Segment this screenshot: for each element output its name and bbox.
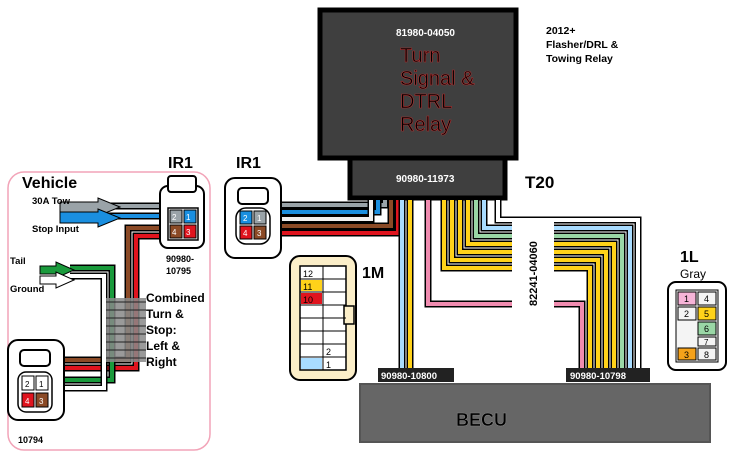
relay-name-line-4: Relay: [400, 114, 451, 136]
1l-pin-3: 3: [684, 350, 689, 360]
ir1-right-pin-2: 2: [243, 214, 248, 223]
relay-connector: [347, 155, 508, 201]
ir1-right-pin-1: 1: [257, 214, 262, 223]
relay-note-line-2: Flasher/DRL &: [546, 39, 619, 51]
1l-pin-7: 7: [704, 338, 709, 347]
connector-10794: [7, 339, 65, 421]
1l-pin-2: 2: [684, 309, 689, 319]
tail-label: Tail: [10, 256, 26, 267]
relay-note-line-1: 2012+: [546, 25, 576, 37]
combined-line-3: Stop:: [146, 323, 177, 337]
vehicle-title: Vehicle: [22, 175, 77, 192]
harness-part-number: 82241-04060: [528, 241, 540, 306]
becu-right-part-number: 90980-10798: [570, 371, 626, 382]
ir1-left-part-line-2: 10795: [166, 266, 191, 276]
stop-input-label: Stop Input: [32, 224, 80, 235]
relay-name-line-1: Turn: [400, 45, 440, 67]
ir1-left-connector: [159, 175, 205, 249]
connector-1l-sublabel: Gray: [680, 267, 706, 281]
ir1-left-pin-3: 4: [172, 228, 177, 237]
1l-pin-5: 5: [704, 309, 709, 319]
1l-pin-8: 8: [704, 350, 709, 360]
relay-connector-part-number: 90980-11973: [396, 174, 455, 185]
relay-note-line-3: Towing Relay: [546, 53, 613, 65]
ir1-left-pin-4: 3: [186, 228, 191, 237]
tow-label: 30A Tow: [32, 196, 71, 207]
ir1-left-label: IR1: [168, 155, 193, 172]
vehicle-wire-bundle: [40, 202, 160, 392]
combined-line-2: Turn &: [146, 307, 184, 321]
combined-line-4: Left &: [146, 339, 180, 353]
c10794-pin-2: 2: [25, 380, 30, 389]
combined-line-1: Combined: [146, 291, 205, 305]
relay-name-line-3: DTRL: [400, 91, 452, 113]
c10794-pin-1: 1: [39, 380, 44, 389]
ir1-left-pin-2: 1: [186, 213, 191, 222]
1m-pin-12: 12: [303, 269, 313, 279]
ir1-right-label: IR1: [236, 155, 261, 172]
becu-connector-right: [566, 368, 650, 382]
ir1-left-part-line-1: 90980-: [166, 254, 194, 264]
becu-box: [359, 383, 711, 443]
1m-pin-10: 10: [303, 295, 313, 305]
becu-connector-left: [378, 368, 454, 382]
vehicle-outline: [7, 171, 211, 451]
1m-pin-11: 11: [303, 282, 312, 292]
1m-part-number: 90980-10800: [381, 371, 437, 382]
relay-part-number: 81980-04050: [396, 28, 455, 39]
ground-label: Ground: [10, 284, 44, 295]
1m-pin-2: 2: [326, 347, 331, 357]
c10794-pin-4: 4: [25, 397, 30, 406]
ir1-right-connector: [224, 177, 282, 259]
connector-10794-part: 10794: [18, 435, 43, 445]
combined-line-5: Right: [146, 355, 177, 369]
arrow-icons: [39, 197, 122, 289]
1l-pin-6: 6: [704, 324, 709, 334]
ir1-left-pin-1: 2: [172, 213, 177, 222]
becu-label: BECU: [456, 410, 507, 430]
t20-label: T20: [525, 173, 554, 192]
connector-1m: [289, 255, 357, 381]
connector-1l-label: 1L: [680, 249, 699, 266]
relay-name-line-2: Signal &: [400, 68, 475, 90]
c10794-pin-3: 3: [39, 397, 44, 406]
ir1-right-pin-3: 3: [257, 229, 262, 238]
ir1-right-pin-4: 4: [243, 229, 248, 238]
harness-label-box: [512, 222, 554, 318]
connector-1l: [667, 281, 727, 371]
1l-pin-1: 1: [684, 294, 689, 304]
1m-pin-1: 1: [326, 360, 331, 370]
1l-pin-4: 4: [704, 294, 709, 304]
connector-1m-label: 1M: [362, 265, 384, 282]
